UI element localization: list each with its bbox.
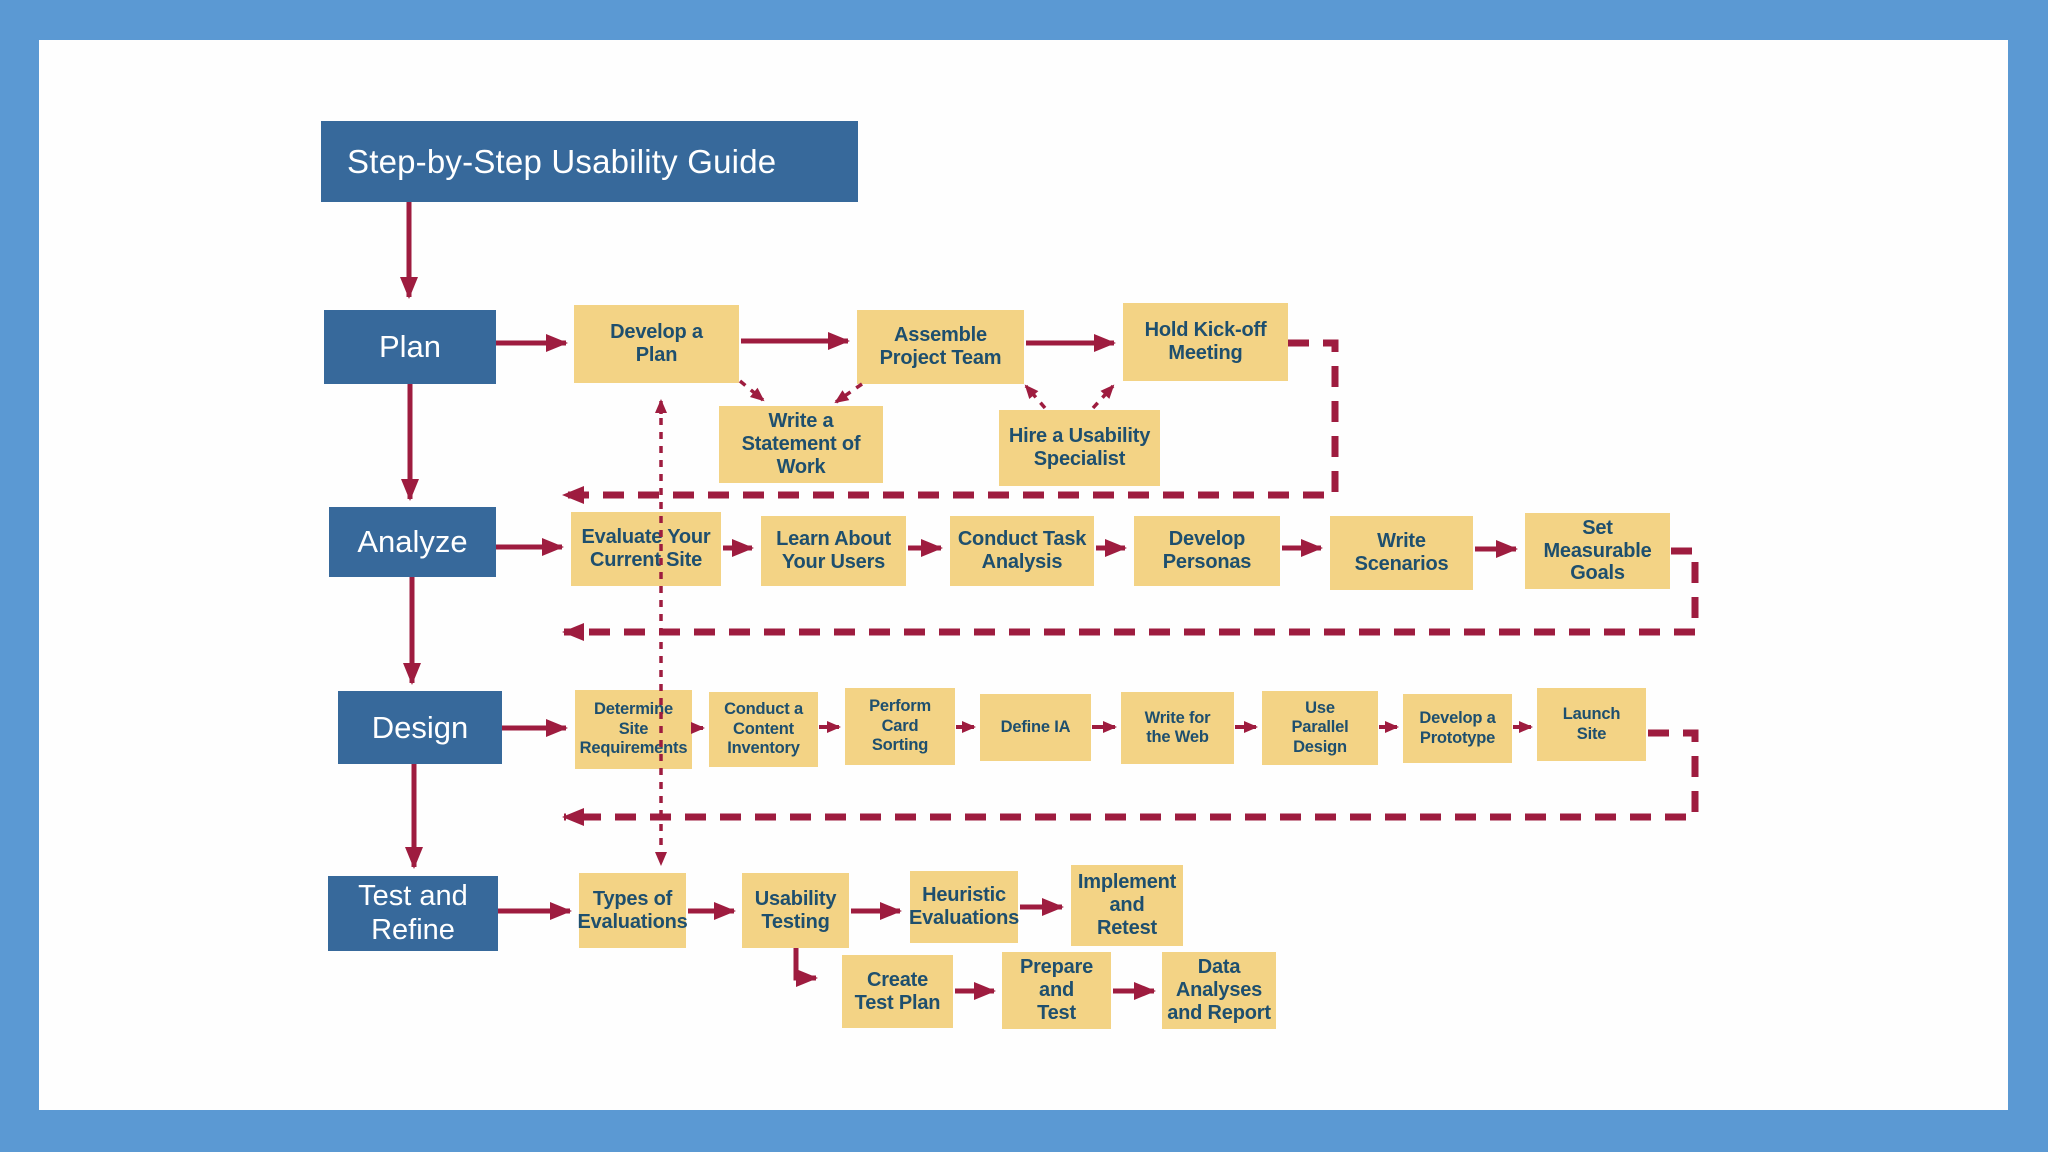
stage-test-refine: Test and Refine <box>328 876 498 951</box>
node-hold-kickoff-meeting: Hold Kick-off Meeting <box>1123 303 1288 381</box>
node-determine-site-requirements: Determine Site Requirements <box>575 690 692 769</box>
node-launch-site: Launch Site <box>1537 688 1646 761</box>
diagram-canvas: Step-by-Step Usability Guide Plan Analyz… <box>39 40 2008 1110</box>
node-develop-prototype: Develop a Prototype <box>1403 694 1512 763</box>
node-create-test-plan: Create Test Plan <box>842 955 953 1028</box>
node-types-of-evaluations: Types of Evaluations <box>577 873 688 948</box>
node-prepare-and-test: Prepare and Test <box>1002 952 1111 1029</box>
stage-analyze: Analyze <box>329 507 496 577</box>
node-write-statement-of-work: Write a Statement of Work <box>719 406 883 483</box>
node-use-parallel-design: Use Parallel Design <box>1262 691 1378 765</box>
diagram-title: Step-by-Step Usability Guide <box>321 121 858 202</box>
node-perform-card-sorting: Perform Card Sorting <box>845 688 955 765</box>
node-evaluate-current-site: Evaluate Your Current Site <box>571 512 721 586</box>
node-develop-plan: Develop a Plan <box>574 305 739 383</box>
node-usability-testing: Usability Testing <box>742 873 849 948</box>
stage-design: Design <box>338 691 502 764</box>
node-define-ia: Define IA <box>980 694 1091 761</box>
node-heuristic-evaluations: Heuristic Evaluations <box>909 871 1019 943</box>
stage-plan: Plan <box>324 310 496 384</box>
node-conduct-content-inventory: Conduct a Content Inventory <box>709 692 818 767</box>
node-assemble-project-team: Assemble Project Team <box>857 310 1024 384</box>
node-develop-personas: Develop Personas <box>1134 516 1280 586</box>
node-write-for-the-web: Write for the Web <box>1121 692 1234 764</box>
node-hire-usability-specialist: Hire a Usability Specialist <box>999 410 1160 486</box>
node-implement-and-retest: Implement and Retest <box>1071 865 1183 946</box>
node-conduct-task-analysis: Conduct Task Analysis <box>950 516 1094 586</box>
node-data-analyses-and-report: Data Analyses and Report <box>1162 952 1276 1029</box>
node-learn-about-users: Learn About Your Users <box>761 516 906 586</box>
node-set-measurable-goals: Set Measurable Goals <box>1525 513 1670 589</box>
node-write-scenarios: Write Scenarios <box>1330 516 1473 590</box>
